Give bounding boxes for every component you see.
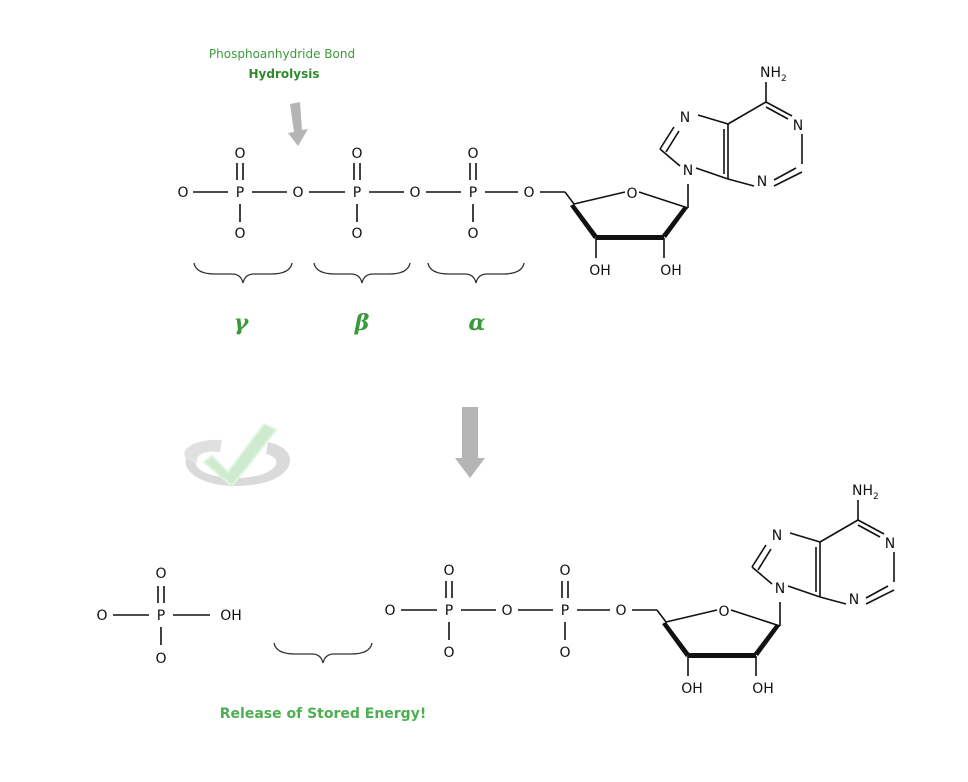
atom-o-bridge: O xyxy=(501,603,512,619)
release-label: Release of Stored Energy! xyxy=(220,706,426,722)
atom-o-bridge: O xyxy=(292,185,303,201)
atom-o-ester: O xyxy=(523,185,534,201)
adenosine-group: O OH OH N N N N NH2 xyxy=(539,65,803,279)
atom-p-gamma: P xyxy=(236,185,244,201)
brace-alpha xyxy=(427,262,525,284)
atom-p-beta: P xyxy=(353,185,361,201)
atom-oh: OH xyxy=(660,263,682,279)
atom-o: O xyxy=(559,645,570,661)
atom-p-beta: P xyxy=(445,603,453,619)
subscript-2: 2 xyxy=(873,492,879,502)
reaction-arrow-icon xyxy=(455,407,485,478)
atom-n3: N xyxy=(849,592,859,608)
label-gamma: γ xyxy=(234,310,250,336)
atom-oh: OH xyxy=(589,263,611,279)
amino-group: NH2 xyxy=(852,483,879,502)
atom-o: O xyxy=(155,651,166,667)
adenosine-group: O OH OH N N N N NH2 xyxy=(631,483,895,697)
atom-o-ring: O xyxy=(718,604,729,620)
atom-o: O xyxy=(443,563,454,579)
atom-o: O xyxy=(443,645,454,661)
brace-beta xyxy=(313,262,411,284)
atom-o: O xyxy=(384,603,395,619)
atom-o: O xyxy=(234,146,245,162)
subscript-2: 2 xyxy=(781,74,787,84)
atom-oh: OH xyxy=(681,681,703,697)
atom-o: O xyxy=(177,185,188,201)
watermark-check-icon xyxy=(184,422,290,488)
atom-o: O xyxy=(351,226,362,242)
brace-released xyxy=(273,642,373,664)
atom-p: P xyxy=(157,608,165,624)
atom-oh: OH xyxy=(220,608,242,624)
label-beta: β xyxy=(354,310,370,336)
atom-n9: N xyxy=(683,163,693,179)
atom-o: O xyxy=(234,226,245,242)
atom-o: O xyxy=(96,608,107,624)
atom-o: O xyxy=(559,563,570,579)
atom-p-alpha: P xyxy=(561,603,569,619)
atom-o-ring: O xyxy=(626,186,637,202)
atom-n7: N xyxy=(772,528,782,544)
adp-molecule: O P O O O P O O O O OH OH N N N N NH2 xyxy=(384,483,895,697)
atom-n3: N xyxy=(757,174,767,190)
atom-n1: N xyxy=(793,118,803,134)
atom-n7: N xyxy=(680,110,690,126)
atom-o: O xyxy=(155,566,166,582)
atp-molecule: O P O O O P O O O P O O O xyxy=(177,65,803,279)
annotation-line1: Phosphoanhydride Bond xyxy=(209,47,355,61)
atom-p-alpha: P xyxy=(469,185,477,201)
inorganic-phosphate: O P OH O O xyxy=(96,566,241,667)
atom-nh: NH xyxy=(760,65,781,81)
amino-group: NH2 xyxy=(760,65,787,84)
annotation-line2: Hydrolysis xyxy=(249,67,320,81)
bond-pointer-arrow-icon xyxy=(288,102,308,146)
atom-oh: OH xyxy=(752,681,774,697)
atom-o-bridge: O xyxy=(409,185,420,201)
atom-n1: N xyxy=(885,536,895,552)
atom-o-ester: O xyxy=(615,603,626,619)
atom-o: O xyxy=(467,226,478,242)
atom-o: O xyxy=(351,146,362,162)
atom-n9: N xyxy=(775,581,785,597)
atom-nh: NH xyxy=(852,483,873,499)
atom-o: O xyxy=(467,146,478,162)
label-alpha: α xyxy=(469,310,486,336)
brace-gamma xyxy=(193,262,293,284)
